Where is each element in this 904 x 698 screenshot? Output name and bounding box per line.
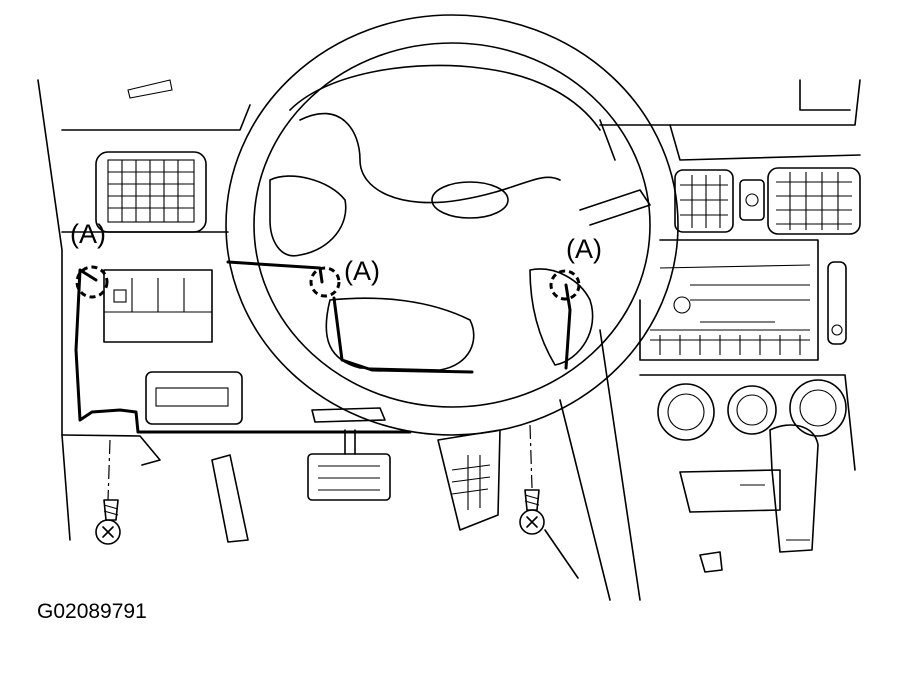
screw-left	[95, 439, 121, 545]
steering-wheel	[225, 14, 679, 436]
switch-panel	[103, 269, 213, 343]
callout-a-right: (A)	[566, 234, 602, 264]
lower-panel	[61, 371, 243, 466]
clip-markers	[75, 265, 581, 301]
center-console	[559, 167, 861, 601]
clip-marker-center	[309, 266, 341, 298]
callout-a-left: (A)	[70, 219, 106, 249]
clip-marker-right	[549, 269, 581, 301]
wiring-harness	[74, 260, 572, 434]
screw-right	[519, 424, 579, 579]
callout-a-center: (A)	[344, 256, 380, 286]
pedals	[211, 407, 501, 543]
clip-marker-left	[75, 265, 109, 299]
left-air-vent	[95, 151, 207, 233]
figure-code: G02089791	[37, 600, 147, 623]
